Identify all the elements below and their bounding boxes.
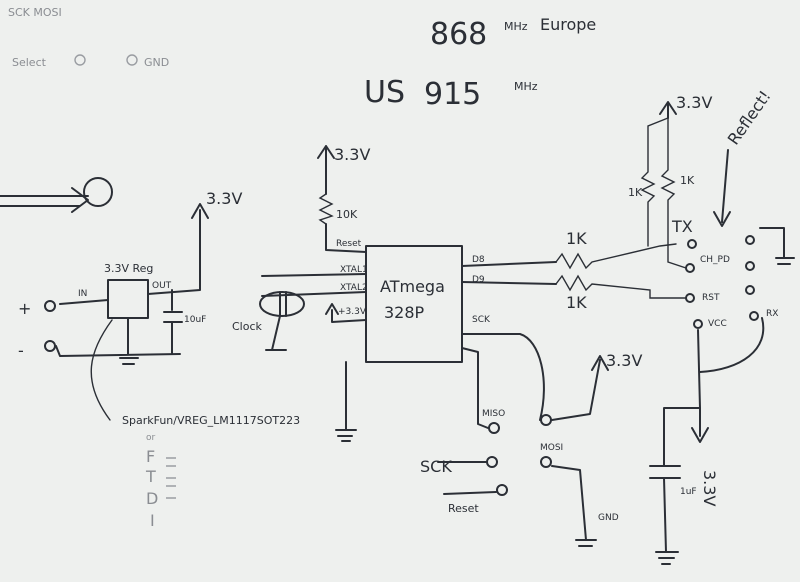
radio-cap-supply: 3.3V [700,470,719,506]
isp-mosi-pin [540,414,552,426]
mcu-name-line2: 328P [384,303,425,322]
radio-rx-pin [749,311,759,321]
radio-rst-label: RST [702,293,720,303]
input-minus: - [18,341,24,360]
radio-pullup-r1-label: 1K [628,186,643,199]
mcu-d8-label: D8 [472,255,485,265]
note-gnd: GND [144,56,169,69]
isp-miso-label: MISO [482,409,505,419]
radio-vcc-label: VCC [708,319,727,329]
regulator-label: 3.3V Reg [104,262,153,275]
voltage-regulator: 3.3V Reg IN OUT 3.3V + - 10uF SparkFun/V… [18,189,300,530]
radio-vcc-pin [693,319,703,329]
pullup-value: 10K [336,208,358,221]
mcu-d9-label: D9 [472,275,485,285]
isp-gnd-label: GND [598,513,619,523]
freq-eu-region: Europe [540,15,596,34]
mcu-xtal2-label: XTAL2 [340,283,368,293]
regulator-body [107,279,149,319]
radio-pullup-r2-label: 1K [680,174,695,187]
alt-letter-f: F [146,447,155,466]
top-left-notes: SCK MOSI Select GND [8,6,169,69]
frequency-notes: 868 MHz Europe US 915 MHz [364,15,596,112]
crystal-oscillator [259,291,305,317]
radio-pin-r2 [745,261,755,271]
radio-pin-r3 [745,285,755,295]
regulator-vout: 3.3V [206,189,242,208]
alt-letter-i: I [150,511,155,530]
select-pin-icon [74,54,86,66]
freq-eu-unit: MHz [504,20,528,33]
left-arrow-sketch [0,177,113,213]
isp-reset-pin [496,484,508,496]
note-sck-mosi: SCK MOSI [8,6,62,19]
input-plus-terminal [44,300,56,312]
freq-us-unit: MHz [514,80,538,93]
microcontroller: ATmega 328P 10K 3.3V Reset XTAL1 XTAL2 +… [232,145,491,442]
input-plus: + [18,299,31,318]
radio-rx-label: RX [766,309,778,319]
regulator-in-label: IN [78,289,87,299]
isp-sck-label: SCK [420,457,452,476]
clock-label: Clock [232,320,263,333]
freq-eu-number: 868 [430,17,487,52]
alt-letter-t: T [145,467,156,486]
mcu-name-line1: ATmega [380,277,445,296]
radio-tx-pin [687,239,697,249]
input-minus-terminal [44,340,56,352]
radio-rst-pin [685,293,695,303]
mcu-sck-label: SCK [472,315,491,325]
radio-ch-pd-label: CH_PD [700,255,730,265]
isp-vcc-label: 3.3V [606,351,642,370]
mcu-body [365,245,463,363]
radio-r2-label: 1K [566,293,587,312]
radio-supply-label: 3.3V [676,93,712,112]
isp-miso-pin [488,422,500,434]
radio-pin-r1 [745,235,755,245]
gnd-pin-icon [126,54,138,66]
regulator-cap-label: 10uF [184,315,206,325]
isp-sck-pin [486,456,498,468]
mcu-vcc-label: +3.3V [338,307,367,317]
alt-letter-d: D [146,489,158,508]
isp-header: MISO MOSI 3.3V GND SCK Reset [420,333,642,547]
freq-us-number: 915 [424,77,481,112]
pullup-supply: 3.3V [334,145,370,164]
radio-cap-label: 1uF [680,487,697,497]
regulator-or: or [146,433,156,443]
radio-r1-label: 1K [566,229,587,248]
mcu-xtal1-label: XTAL1 [340,265,368,275]
isp-mosi-label: MOSI [540,443,563,453]
radio-ch-pd-pin [685,263,695,273]
radio-module: 1K 1K 3.3V 1K 1K TX CH_PD RST VCC RX Ref… [461,87,795,565]
freq-us-region: US [364,75,405,110]
regulator-part-number: SparkFun/VREG_LM1117SOT223 [122,414,300,427]
isp-reset-label: Reset [448,502,479,515]
isp-gnd-pin [540,456,552,468]
radio-tx-label: TX [671,217,693,236]
note-select: Select [12,56,47,69]
mcu-reset-pin-label: Reset [336,239,362,249]
regulator-out-label: OUT [152,281,172,291]
reflect-note: Reflect! [724,87,775,148]
